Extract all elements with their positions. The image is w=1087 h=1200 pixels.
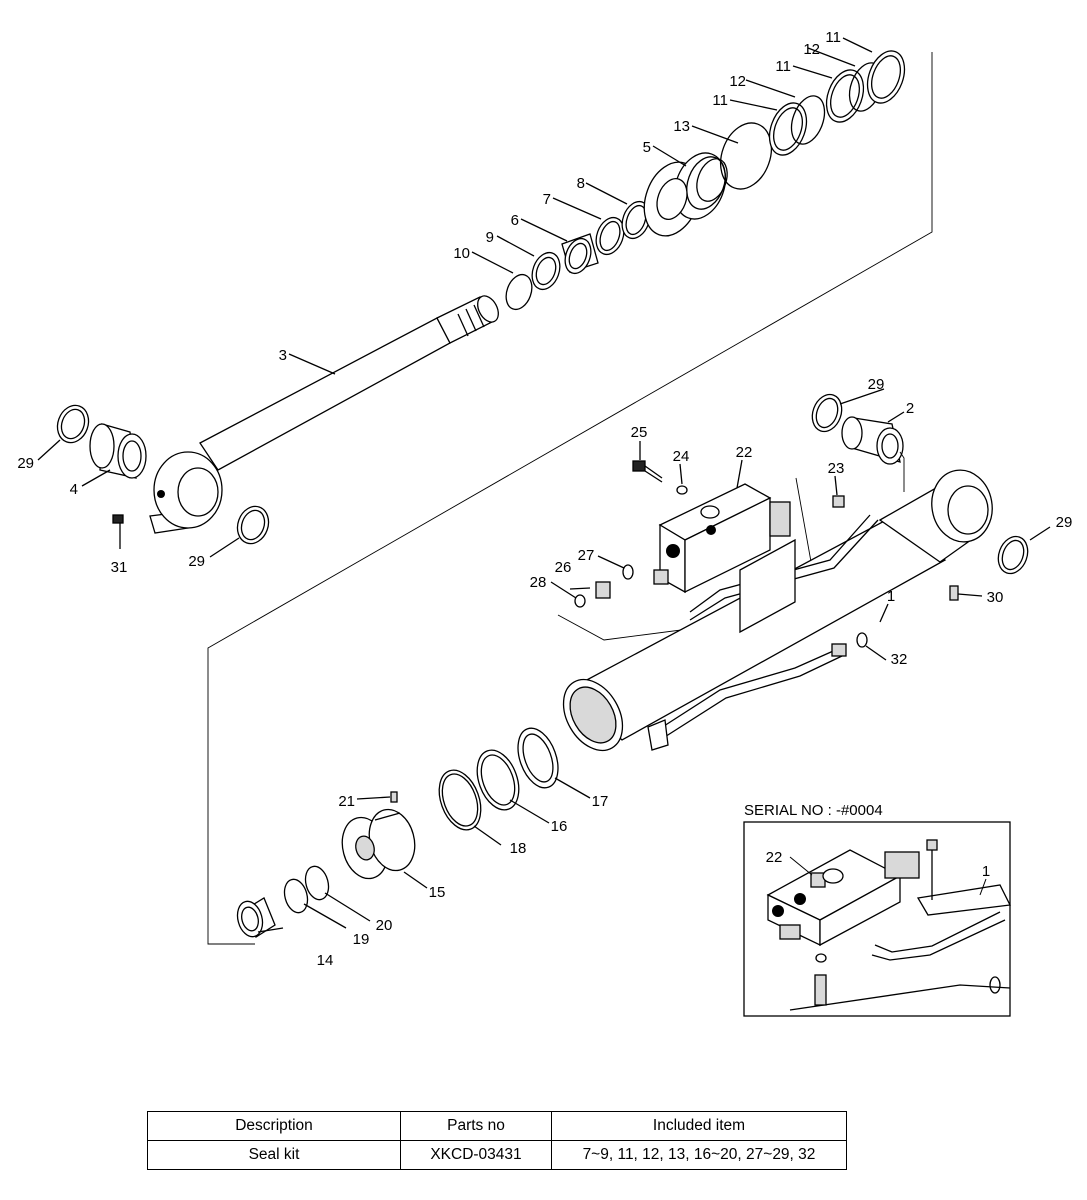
callout-13: 13 (673, 118, 690, 135)
callout-29-a: 29 (17, 455, 34, 472)
cell-description: Seal kit (147, 1140, 401, 1170)
callout-3: 3 (279, 347, 287, 364)
callout-18: 18 (510, 840, 527, 857)
bushing-14 (236, 897, 276, 938)
group-frame (207, 52, 933, 945)
callout-21: 21 (338, 793, 355, 810)
ring-16 (476, 749, 520, 811)
callout-25: 25 (631, 424, 648, 441)
set-screw-21 (390, 791, 398, 803)
callout-9: 9 (486, 229, 494, 246)
piston-rod (199, 295, 499, 471)
callout-26: 26 (555, 559, 572, 576)
callout-31: 31 (111, 559, 128, 576)
callout-24: 24 (673, 448, 690, 465)
callout-14: 14 (317, 952, 334, 969)
table-header-row: Description Parts no Included item (147, 1111, 847, 1141)
callout-20: 20 (376, 917, 393, 934)
bolt-25 (632, 460, 663, 483)
callout-4: 4 (70, 481, 78, 498)
callout-labels: 3 10 9 6 7 8 5 13 11 12 11 12 11 29 4 31… (17, 29, 1072, 969)
seal-kit-table: Description Parts no Included item Seal … (147, 1111, 847, 1170)
header-included-item: Included item (551, 1111, 847, 1141)
callout-11-b: 11 (775, 58, 791, 75)
callout-28: 28 (530, 574, 547, 591)
callout-22: 22 (736, 444, 753, 461)
ring-29-left-bottom (236, 505, 270, 545)
grease-nipple-31 (112, 514, 124, 524)
callout-29-c: 29 (868, 376, 885, 393)
bushing-2-leader (899, 451, 905, 492)
callout-11-a: 11 (712, 92, 728, 109)
callout-12-b: 12 (803, 41, 820, 58)
connector-26 (595, 581, 611, 599)
ring-19 (283, 878, 309, 914)
cell-included-item: 7~9, 11, 12, 13, 16~20, 27~29, 32 (551, 1140, 847, 1170)
o-ring-28 (574, 594, 586, 608)
inset-callout-22: 22 (766, 849, 783, 866)
callout-32: 32 (891, 651, 908, 668)
callout-15: 15 (429, 884, 446, 901)
rod-cover-5 (643, 152, 728, 237)
callout-17: 17 (592, 793, 609, 810)
callout-29-b: 29 (188, 553, 205, 570)
grease-nipple-30 (949, 585, 959, 601)
callout-30: 30 (987, 589, 1004, 606)
callout-8: 8 (577, 175, 585, 192)
ring-12-a (790, 95, 826, 145)
o-ring-27 (622, 564, 634, 580)
header-parts-no: Parts no (400, 1111, 552, 1141)
o-ring-32 (856, 632, 868, 648)
callout-11-c: 11 (825, 29, 841, 46)
backup-ring-13 (719, 122, 773, 190)
callout-5: 5 (643, 139, 651, 156)
snap-ring-10 (505, 273, 533, 311)
callout-23: 23 (828, 460, 845, 477)
callout-29-d: 29 (1056, 514, 1073, 531)
inset-callout-1: 1 (982, 863, 990, 880)
callout-2: 2 (906, 400, 914, 417)
inset-title: SERIAL NO : -#0004 (744, 802, 883, 819)
ring-9 (531, 251, 561, 291)
piston-15 (341, 808, 416, 880)
callout-27: 27 (578, 547, 595, 564)
bushing-4 (89, 423, 147, 479)
bushing-6 (561, 233, 599, 275)
nut-23 (832, 495, 845, 508)
callout-7: 7 (543, 191, 551, 208)
ring-7 (595, 216, 625, 256)
callout-10: 10 (453, 245, 470, 262)
check-valve-22 (653, 483, 796, 634)
callout-1: 1 (887, 588, 895, 605)
callout-12-a: 12 (729, 73, 746, 90)
header-description: Description (147, 1111, 401, 1141)
ring-29-right-top (811, 393, 843, 433)
table-row: Seal kit XKCD-03431 7~9, 11, 12, 13, 16~… (147, 1140, 847, 1170)
ring-17 (517, 727, 559, 789)
callout-6: 6 (511, 212, 519, 229)
callout-16: 16 (551, 818, 568, 835)
rod-eye (149, 451, 223, 534)
ring-11-b (825, 69, 865, 123)
ring-20 (304, 865, 330, 901)
cell-parts-no: XKCD-03431 (400, 1140, 552, 1170)
ring-18 (438, 769, 482, 831)
callout-19: 19 (353, 931, 370, 948)
ring-11-c (866, 50, 906, 104)
ring-11-a (768, 102, 808, 156)
bushing-2 (841, 416, 904, 465)
ring-29-left-top (56, 404, 90, 444)
ring-29-right-bottom (997, 535, 1029, 575)
washer-24 (676, 485, 688, 495)
serial-inset (743, 821, 1011, 1017)
callout-leaders (37, 37, 1051, 933)
